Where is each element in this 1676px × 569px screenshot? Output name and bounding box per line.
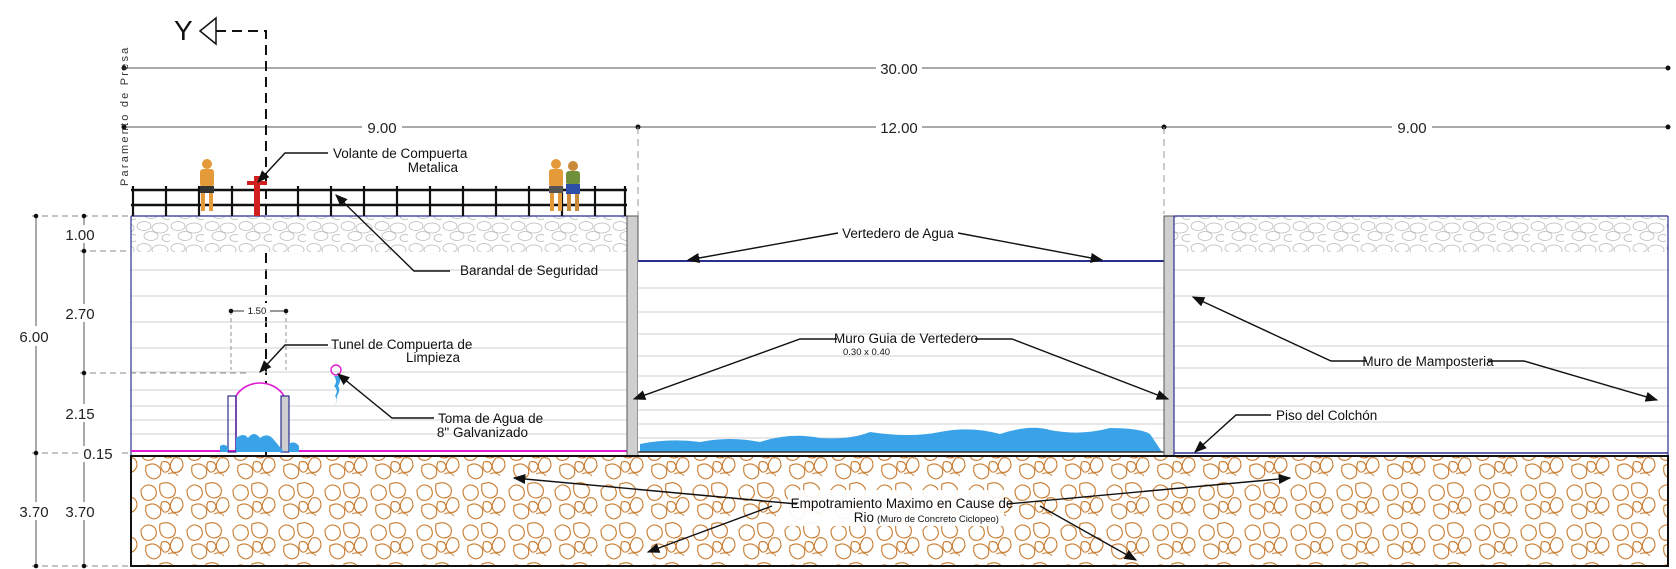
gate-wheel	[247, 176, 267, 216]
annotation-leaders	[257, 152, 1659, 561]
person-figure	[566, 161, 580, 211]
water-intake	[330, 364, 342, 406]
person-figure	[549, 159, 563, 211]
railing-label: Barandal de Seguridad	[460, 263, 598, 278]
left-width-dimension: 9.00	[367, 120, 396, 137]
spillway-label: Vertedero de Agua	[842, 226, 954, 241]
intake-label-line2: 8" Galvanizado	[437, 425, 528, 440]
foundation	[130, 455, 1669, 567]
lower-height-dimension: 2.15	[65, 406, 94, 423]
annotation-labels: Volante de Compuerta Metalica Barandal d…	[331, 146, 1494, 525]
intake-label-line1: Toma de Agua de	[438, 411, 543, 426]
mattress-height-dimension: 0.15	[83, 446, 112, 463]
left-dimensions: 6.00 1.00 2.70 2.15 0.15 3.70 3.70	[14, 213, 250, 569]
gate-wheel-label-line2: Metalica	[408, 160, 459, 175]
safety-railing	[131, 159, 627, 216]
upper-height-dimension: 2.70	[65, 306, 94, 323]
right-width-dimension: 9.00	[1397, 120, 1426, 137]
total-height-dimension: 6.00	[19, 329, 48, 346]
guide-wall-size-label: 0.30 x 0.40	[843, 347, 890, 358]
foundation-outer-dimension: 3.70	[19, 504, 48, 521]
tunnel-label-line2: Limpieza	[406, 350, 461, 365]
side-label: Paramento de Presa	[119, 46, 131, 187]
cleaning-tunnel: 1.50	[220, 303, 299, 453]
tunnel-label-line1: Tunel de Compuerta de	[331, 337, 472, 352]
crest-height-dimension: 1.00	[65, 227, 94, 244]
masonry-block	[1173, 215, 1669, 455]
foundation-label-line1: Empotramiento Maximo en Cause de	[791, 496, 1014, 511]
left-dam-block: 1.50	[130, 215, 639, 457]
person-figure	[200, 159, 214, 211]
middle-width-dimension: 12.00	[880, 120, 918, 137]
masonry-label: Muro de Mamposteria	[1362, 354, 1494, 369]
foundation-label-line2: Rio	[854, 510, 874, 525]
guide-wall-label: Muro Guia de Vertedero	[834, 331, 978, 346]
tunnel-width-dimension: 1.50	[248, 306, 267, 317]
foundation-inner-dimension: 3.70	[65, 504, 94, 521]
foundation-note-label: (Muro de Concreto Ciclopeo)	[877, 514, 999, 525]
top-dimensions: 30.00 9.00 12.00 9.00	[121, 58, 1671, 258]
section-letter: Y	[174, 15, 193, 46]
spillway-block	[638, 215, 1175, 457]
total-width-dimension: 30.00	[880, 61, 918, 78]
mattress-floor-label: Piso del Colchón	[1276, 408, 1377, 423]
gate-wheel-label-line1: Volante de Compuerta	[333, 146, 468, 161]
